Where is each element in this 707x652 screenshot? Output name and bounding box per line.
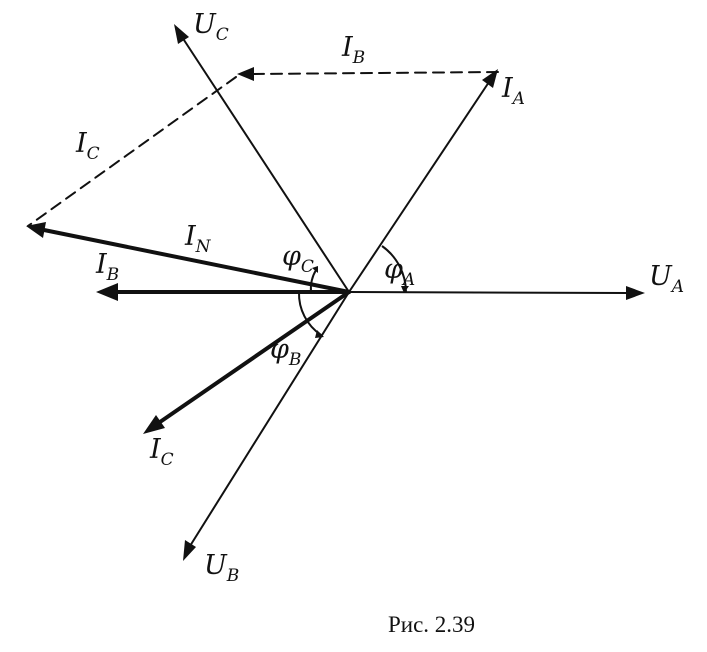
neutral-current-phasor-in bbox=[26, 222, 351, 294]
voltage-phasor-ub bbox=[183, 291, 350, 561]
label-phi-c: φC bbox=[282, 241, 314, 277]
label-phi-b: φB bbox=[270, 334, 301, 370]
label-i-n: IN bbox=[184, 221, 212, 257]
label-u-b: UB bbox=[204, 550, 239, 586]
current-phasor-ia bbox=[348, 69, 498, 293]
dashed-ic-translated bbox=[27, 76, 237, 227]
label-i-a: IA bbox=[501, 73, 525, 109]
angle-arc-phi-a bbox=[381, 245, 409, 293]
label-u-c: UC bbox=[193, 9, 229, 45]
label-u-a: UA bbox=[649, 261, 684, 297]
label-i-c-dashed: IC bbox=[75, 128, 100, 164]
voltage-phasor-uc bbox=[174, 24, 350, 293]
current-phasor-ic bbox=[143, 290, 351, 434]
dashed-ib-translated bbox=[237, 67, 499, 81]
angle-arc-phi-c bbox=[309, 266, 318, 293]
label-phi-a: φA bbox=[384, 254, 415, 290]
label-i-b-dashed: IB bbox=[341, 32, 365, 68]
label-i-c: IC bbox=[149, 434, 174, 470]
label-i-b: IB bbox=[95, 249, 119, 285]
voltage-phasor-ua bbox=[348, 286, 645, 300]
figure-caption: Рис. 2.39 bbox=[388, 612, 476, 637]
angle-arc-phi-b bbox=[297, 291, 324, 338]
